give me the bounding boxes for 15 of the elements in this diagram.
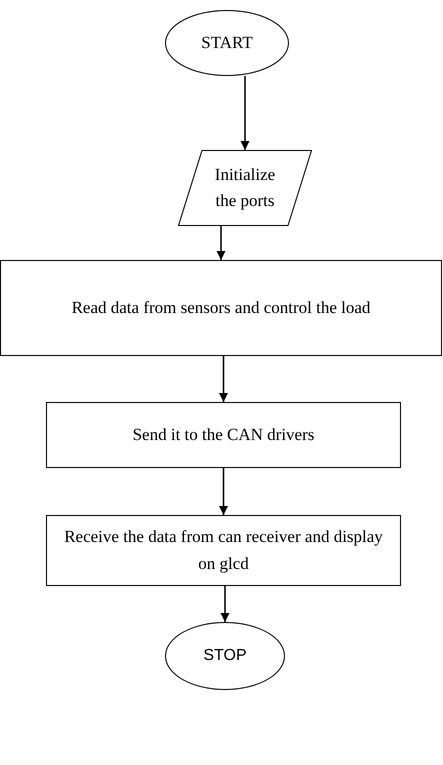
arrow — [219, 468, 228, 515]
node-label: START — [201, 32, 253, 54]
node-label: Read data from sensors and control the load — [72, 296, 370, 319]
node-label: Receive the data from can receiver and display on glcd — [63, 526, 384, 575]
input-parallelogram — [178, 150, 312, 226]
node-label: Send it to the CAN drivers — [132, 424, 314, 446]
process-box — [46, 402, 401, 468]
arrow — [220, 586, 230, 622]
process-box — [46, 515, 401, 586]
arrow — [219, 356, 228, 402]
arrow — [216, 226, 226, 260]
node-label: Initialize the ports — [214, 164, 276, 212]
node-label: STOP — [203, 646, 247, 666]
process-box — [0, 260, 442, 356]
arrow — [240, 76, 250, 150]
